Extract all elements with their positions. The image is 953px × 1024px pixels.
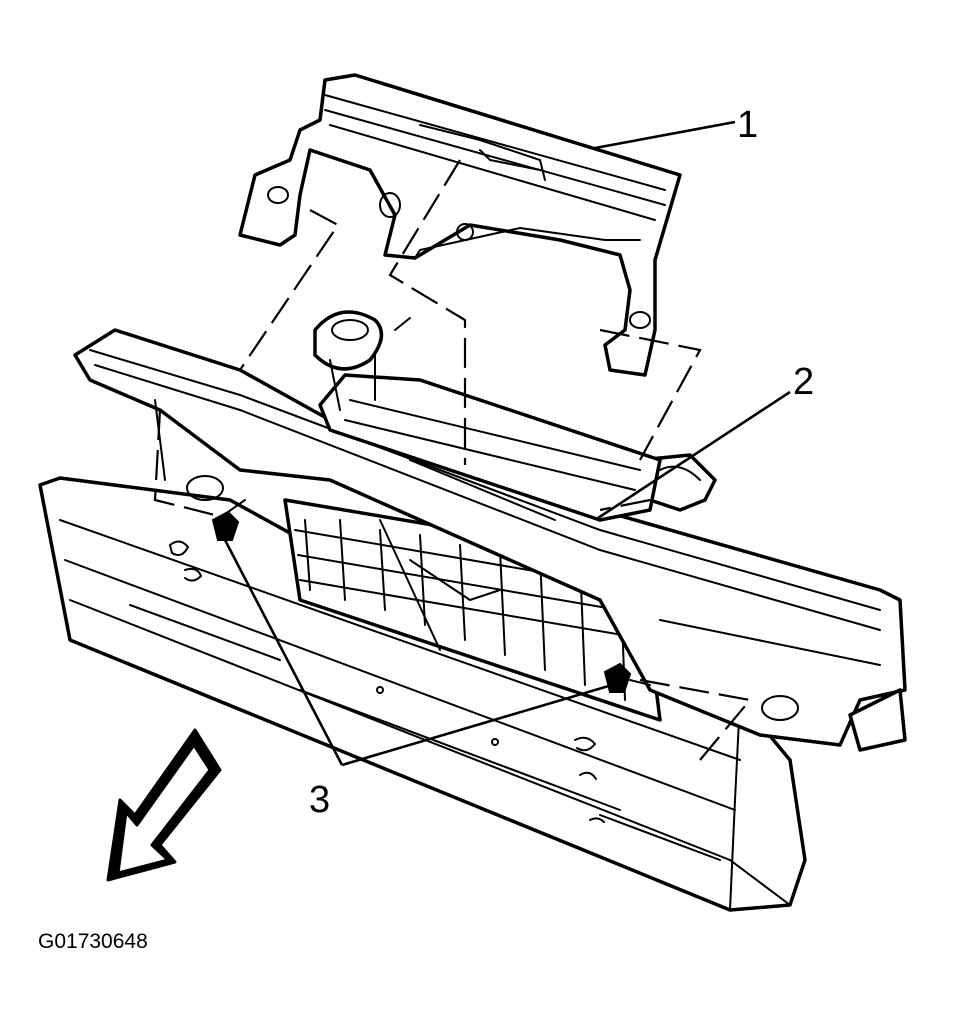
callout-1: 1 — [737, 104, 758, 146]
lower-tie-bar — [38, 476, 807, 912]
upper-tie-bar — [73, 328, 907, 752]
callout-3: 3 — [309, 779, 330, 821]
figure-id: G01730648 — [38, 930, 148, 953]
callout-2: 2 — [793, 361, 814, 403]
front-direction-arrow-icon — [106, 728, 222, 882]
assembly-lines — [153, 159, 753, 761]
upper-air-deflector — [238, 73, 682, 377]
radiator-shroud — [313, 310, 662, 522]
leader-lines — [223, 120, 791, 767]
